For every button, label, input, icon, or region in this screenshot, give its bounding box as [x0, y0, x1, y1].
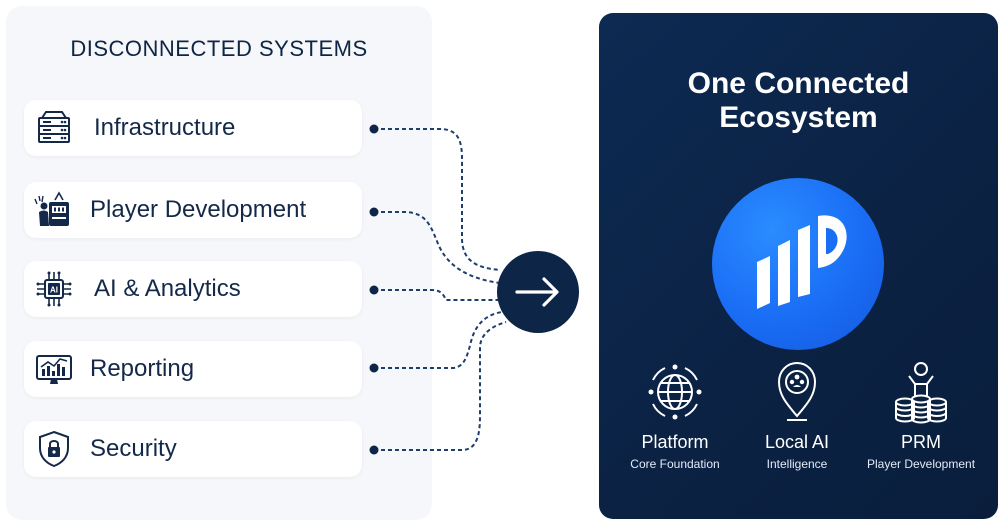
- shield-lock-icon: [39, 430, 69, 468]
- connector-dot-security: [369, 445, 379, 455]
- connector-dot-reporting: [369, 363, 379, 373]
- connector-dot-player-development: [369, 207, 379, 217]
- left-panel-title: DISCONNECTED SYSTEMS: [70, 36, 368, 61]
- chart-monitor-icon: [36, 355, 72, 384]
- system-label-ai-analytics: AI & Analytics: [94, 275, 241, 302]
- connector-dot-ai-analytics: [369, 285, 379, 295]
- feature-platform-name: Platform: [641, 432, 709, 452]
- feature-platform-sub: Core Foundation: [630, 457, 720, 471]
- slot-machine-player-icon: [34, 191, 69, 226]
- brand-logo-icon: [757, 215, 847, 309]
- system-label-player-development: Player Development: [90, 196, 307, 223]
- ecosystem-title-line-2: Ecosystem: [719, 101, 878, 134]
- feature-platform: Platform Core Foundation: [605, 358, 745, 471]
- feature-prm: PRM Player Development: [851, 358, 991, 471]
- ecosystem-title: One Connected Ecosystem: [599, 67, 998, 135]
- connector-security: [374, 321, 507, 451]
- brand-logo: [712, 178, 884, 350]
- ai-chip-icon: AI: [36, 271, 72, 307]
- system-label-infrastructure: Infrastructure: [94, 114, 236, 141]
- feature-local-ai-name: Local AI: [764, 432, 830, 452]
- globe-network-icon: [648, 364, 702, 420]
- feature-local-ai: Local AI Intelligence: [727, 358, 867, 471]
- ecosystem-panel: One Connected Ecosystem Platform Core Fo: [599, 13, 998, 519]
- feature-prm-name: PRM: [901, 432, 941, 452]
- system-card-reporting: Reporting: [24, 341, 362, 397]
- system-card-infrastructure: Infrastructure: [24, 100, 362, 156]
- connector-ai-analytics: [374, 289, 500, 301]
- svg-text:AI: AI: [50, 286, 58, 295]
- system-card-ai-analytics: AI AI & Analytics: [24, 261, 362, 317]
- system-card-player-development: Player Development: [24, 182, 362, 238]
- location-people-icon: [777, 361, 817, 421]
- ecosystem-title-line-1: One Connected: [687, 67, 910, 100]
- connector-player-development: [374, 211, 501, 284]
- player-chips-icon: [895, 362, 947, 424]
- arrow-right-icon: [515, 277, 559, 307]
- system-label-reporting: Reporting: [90, 355, 195, 382]
- hub-circle: [497, 251, 579, 333]
- connector-reporting: [374, 311, 503, 369]
- feature-local-ai-sub: Intelligence: [766, 457, 828, 471]
- connector-dot-infrastructure: [369, 124, 379, 134]
- system-label-security: Security: [90, 435, 177, 462]
- server-rack-icon: [38, 111, 70, 143]
- feature-prm-sub: Player Development: [866, 457, 976, 471]
- system-card-security: Security: [24, 421, 362, 477]
- connector-infrastructure: [374, 128, 501, 271]
